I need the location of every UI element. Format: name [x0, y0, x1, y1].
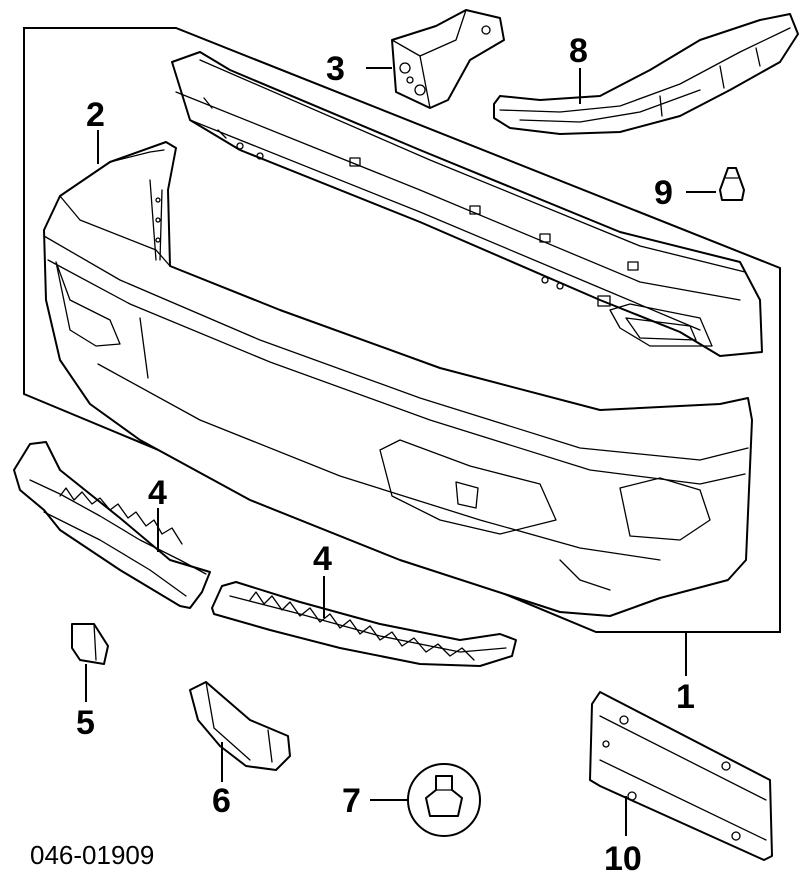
callout-4-left: 4 [148, 474, 167, 512]
assembly-outline-frame [23, 27, 781, 633]
callout-1: 1 [676, 678, 695, 716]
leader-lines [85, 67, 716, 836]
retainer-clip [407, 763, 481, 837]
diagram-code: 046-01909 [30, 840, 154, 870]
bumper-reinforcement-beam [171, 51, 763, 357]
push-clip [719, 167, 745, 201]
callout-6: 6 [212, 782, 231, 820]
side-cap [189, 681, 291, 771]
reinforcement-plate [589, 691, 773, 861]
callout-10: 10 [604, 840, 642, 874]
lower-spoiler-right [211, 581, 517, 667]
lower-spoiler-left [13, 441, 211, 609]
bumper-cover [43, 141, 753, 617]
mounting-bracket [391, 9, 505, 109]
callout-9: 9 [654, 174, 673, 212]
callout-2: 2 [86, 96, 105, 134]
callout-4-right: 4 [313, 540, 332, 578]
callout-5: 5 [76, 704, 95, 742]
callout-7: 7 [342, 782, 361, 820]
callout-8: 8 [569, 32, 588, 70]
callout-3: 3 [326, 50, 345, 88]
end-cap-small [71, 623, 109, 665]
side-bracket [493, 13, 799, 135]
